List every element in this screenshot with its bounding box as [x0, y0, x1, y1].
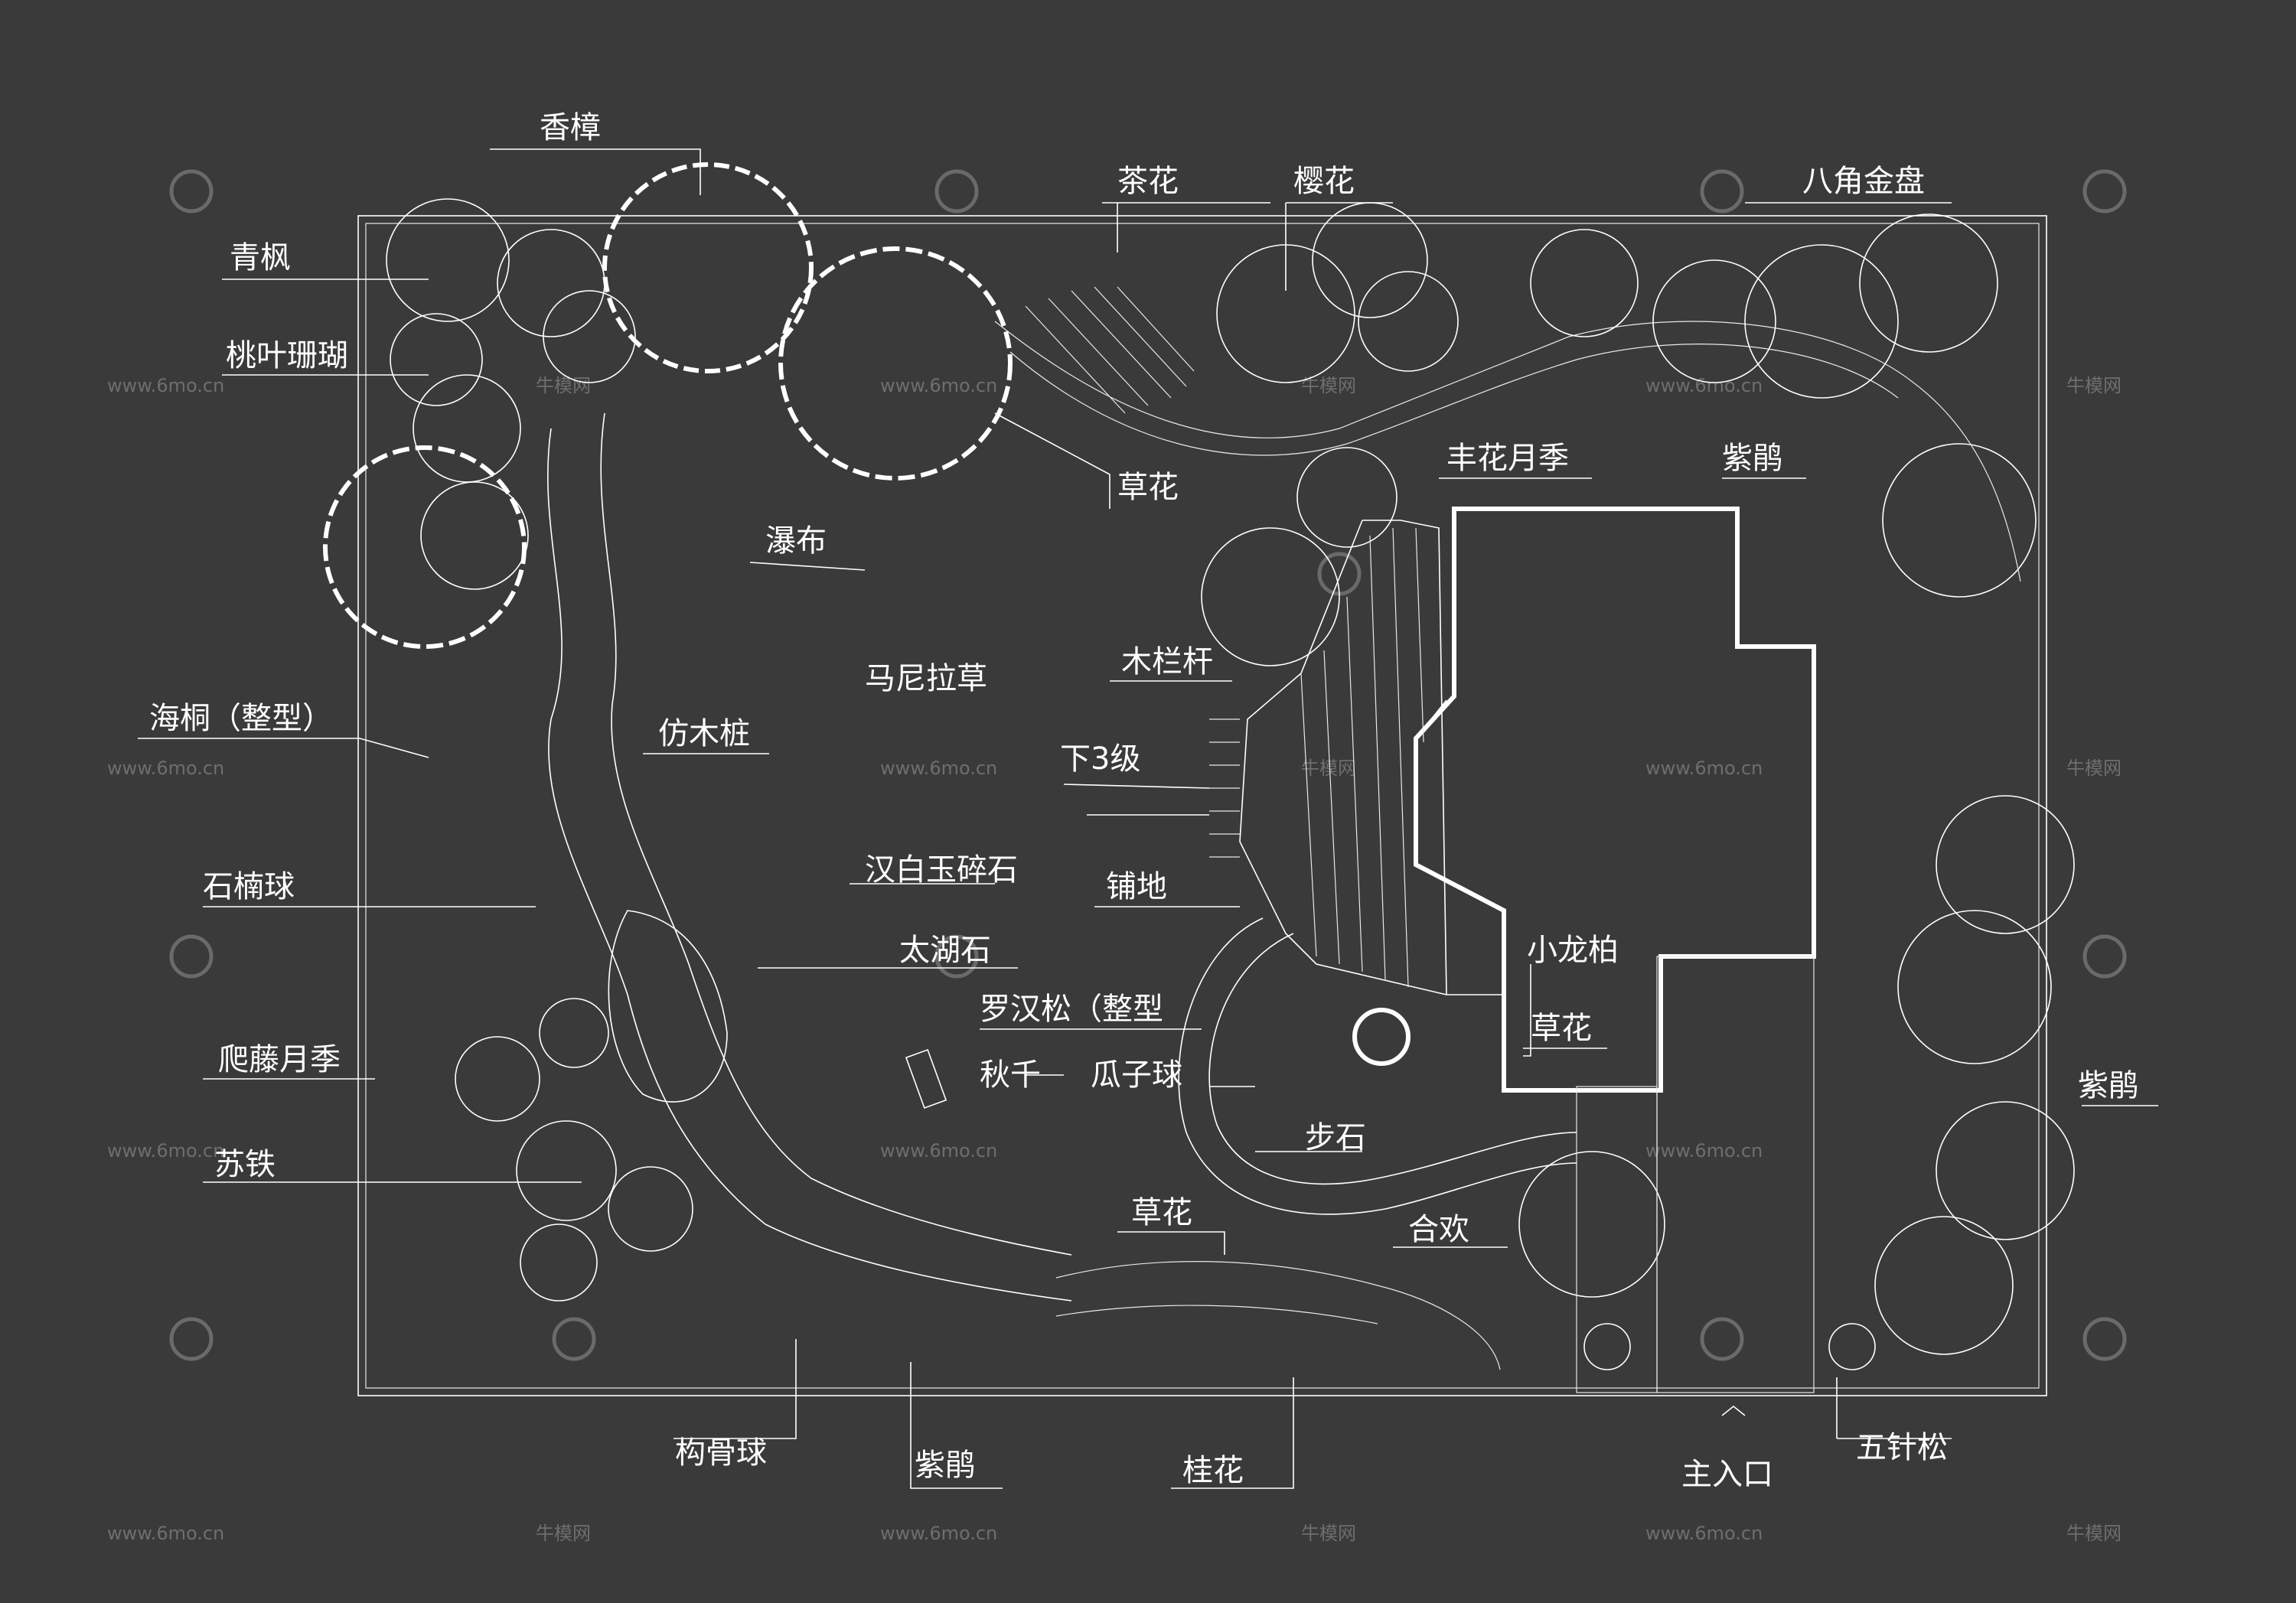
- watermark-url: www.6mo.cn: [880, 758, 997, 779]
- cycad-layer: [455, 998, 1876, 1370]
- label-luohan: 罗汉松（整型: [980, 992, 1163, 1027]
- watermark-url: www.6mo.cn: [880, 375, 997, 396]
- label-guihua: 桂花: [1182, 1453, 1244, 1488]
- paving-path: [1208, 933, 1577, 1185]
- label-fangmu: 仿木桩: [658, 716, 750, 751]
- label-chahua: 茶花: [1117, 164, 1179, 199]
- watermark-url: www.6mo.cn: [107, 758, 224, 779]
- label-fenghua: 丰花月季: [1446, 441, 1569, 476]
- watermark-url: www.6mo.cn: [1645, 1140, 1763, 1162]
- label-bajiao: 八角金盘: [1802, 164, 1925, 199]
- watermark-brand: 牛模网: [1301, 1523, 1356, 1544]
- label-hanbaiyu: 汉白玉碎石: [865, 852, 1018, 888]
- label-layer: 香樟 青枫 桃叶珊瑚 茶花 樱花 八角金盘 草花 瀑布 丰花月季 紫鹃 马尼拉草…: [149, 110, 2139, 1492]
- watermark-url: www.6mo.cn: [107, 375, 224, 396]
- label-hehuan: 合欢: [1408, 1212, 1469, 1247]
- label-taoye: 桃叶珊瑚: [226, 338, 348, 373]
- watermark-brand: 牛模网: [1301, 758, 1356, 779]
- label-haitong: 海桐（整型）: [149, 701, 333, 736]
- label-pudi: 铺地: [1106, 869, 1167, 904]
- site-boundary: [357, 215, 2047, 1396]
- label-wuzhen: 五针松: [1856, 1430, 1948, 1465]
- leader-lines: [138, 148, 2158, 1489]
- label-bushi: 步石: [1305, 1120, 1366, 1155]
- osmanthus-hedge: [1055, 1261, 1501, 1370]
- label-zhurukou: 主入口: [1681, 1457, 1773, 1492]
- tree-layer: [386, 198, 2075, 1355]
- lake-rock: [608, 910, 728, 1103]
- label-manila: 马尼拉草: [865, 661, 987, 696]
- watermark-layer: www.6mo.cn www.6mo.cn www.6mo.cn www.6mo…: [107, 169, 2127, 1544]
- planting-edge-top: [994, 321, 2021, 582]
- hatch-tea: [1025, 286, 1195, 414]
- watermark-brand: 牛模网: [2066, 375, 2122, 396]
- watermark-brand: 牛模网: [2066, 1523, 2122, 1544]
- label-xiaolongbai: 小龙柏: [1527, 933, 1619, 968]
- podocarpus: [1352, 1008, 1411, 1066]
- label-taihu: 太湖石: [899, 933, 991, 968]
- label-sutie: 苏铁: [214, 1147, 276, 1182]
- label-yinghua: 樱花: [1293, 164, 1355, 199]
- label-caohua-bottom: 草花: [1131, 1195, 1192, 1230]
- house-outline: [1414, 507, 1816, 1093]
- label-zijuan-bottom: 紫鹃: [915, 1448, 976, 1483]
- deck-planks: [1300, 527, 1424, 988]
- swing: [905, 1048, 947, 1109]
- steps: [1209, 718, 1240, 858]
- entrance-arrow: [1721, 1405, 1746, 1416]
- watermark-brand: 牛模网: [536, 1523, 591, 1544]
- label-qiuqian: 秋千: [980, 1057, 1041, 1093]
- label-xia3ji: 下3级: [1060, 741, 1140, 777]
- watermark-url: www.6mo.cn: [1645, 375, 1763, 396]
- watermark-url: www.6mo.cn: [107, 1523, 224, 1544]
- grid-paving: [1576, 956, 1815, 1393]
- label-gougu: 构骨球: [675, 1435, 767, 1471]
- label-pateng: 爬藤月季: [218, 1042, 341, 1077]
- watermark-url: www.6mo.cn: [1645, 758, 1763, 779]
- label-qingfeng: 青枫: [230, 240, 291, 275]
- paving-path-outer: [1178, 917, 1577, 1215]
- label-caohua-top: 草花: [1117, 470, 1179, 505]
- watermark-url: www.6mo.cn: [107, 1140, 224, 1162]
- stream-edge: [547, 428, 1072, 1302]
- stream-edge-inner: [600, 412, 1072, 1256]
- watermark-brand: 牛模网: [536, 375, 591, 396]
- label-guazi: 瓜子球: [1091, 1057, 1182, 1093]
- label-xiangzhang: 香樟: [540, 110, 601, 145]
- label-zijuan-top: 紫鹃: [1722, 441, 1783, 476]
- label-mulangan: 木栏杆: [1121, 644, 1213, 679]
- feature-trees: [323, 162, 1013, 649]
- label-zijuan-right: 紫鹃: [2078, 1068, 2139, 1103]
- label-caohua-mid: 草花: [1531, 1011, 1592, 1046]
- watermark-url: www.6mo.cn: [1645, 1523, 1763, 1544]
- label-shinan: 石楠球: [203, 869, 295, 904]
- watermark-url: www.6mo.cn: [880, 1523, 997, 1544]
- watermark-url: www.6mo.cn: [880, 1140, 997, 1162]
- label-pubu: 瀑布: [765, 523, 827, 559]
- planting-edge-top-inner: [1009, 344, 1899, 456]
- watermark-brand: 牛模网: [2066, 758, 2122, 779]
